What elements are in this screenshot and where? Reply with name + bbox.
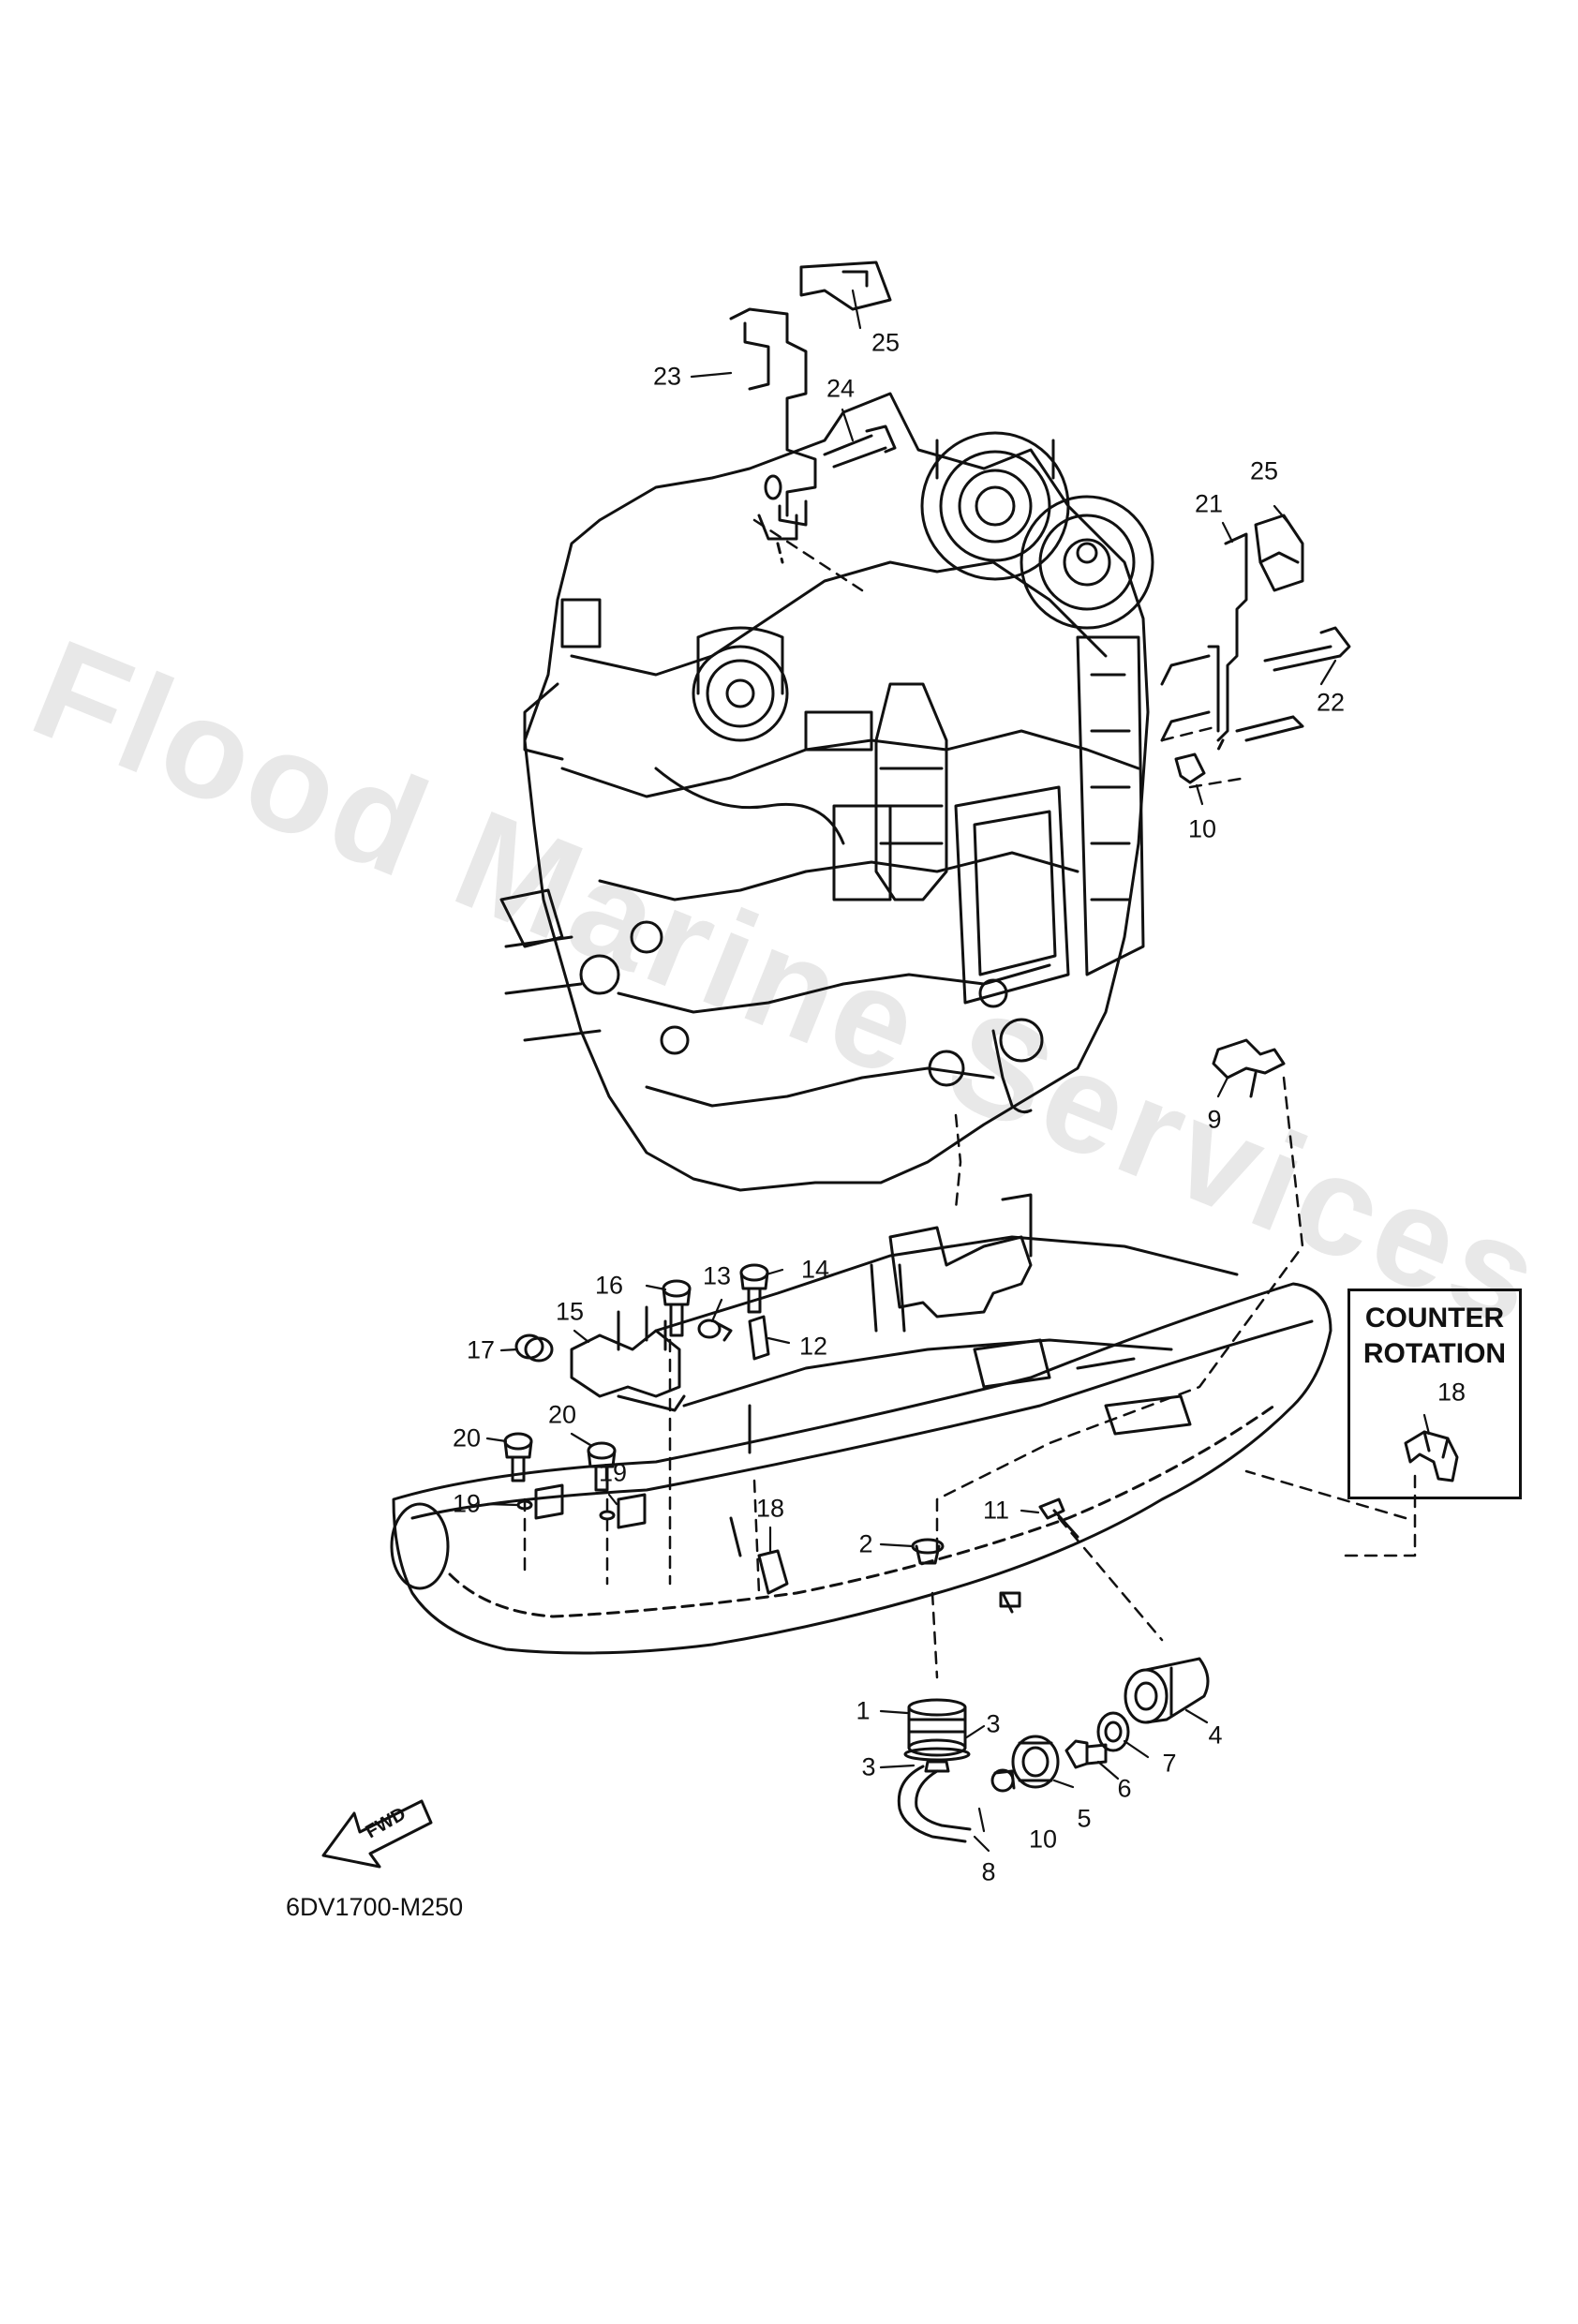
engine-block	[499, 392, 1154, 1192]
lower-grommet-assembly	[897, 1657, 1210, 1843]
callout-20-left: 20	[452, 1423, 482, 1452]
callout-13: 13	[702, 1261, 732, 1290]
callout-10-upper: 10	[1187, 814, 1217, 843]
callout-14: 14	[800, 1255, 830, 1284]
callout-17: 17	[466, 1335, 496, 1364]
callout-9: 9	[1207, 1105, 1222, 1134]
callout-1: 1	[856, 1696, 871, 1725]
leader-lines	[485, 289, 1431, 1853]
callout-18: 18	[755, 1494, 785, 1523]
callout-25-upper: 25	[871, 328, 901, 357]
left-fastener-group	[503, 1263, 1079, 1595]
callout-3-left: 3	[861, 1752, 876, 1781]
callout-5: 5	[1077, 1804, 1092, 1833]
callout-8: 8	[981, 1857, 996, 1886]
callout-15: 15	[555, 1297, 585, 1326]
callout-6: 6	[1117, 1774, 1132, 1803]
upper-left-bracket-assembly	[729, 261, 897, 564]
bottom-cowling	[390, 1029, 1332, 1655]
callout-24: 24	[826, 374, 856, 403]
upper-right-bracket-assembly	[1160, 514, 1351, 752]
callout-25-right: 25	[1249, 456, 1279, 485]
callout-22: 22	[1316, 688, 1346, 717]
counter-rotation-line1: COUNTER	[1364, 1303, 1505, 1333]
callout-4: 4	[1208, 1721, 1223, 1750]
fwd-arrow	[321, 1799, 433, 1869]
guide-lines	[523, 518, 1417, 1679]
diagram-code: 6DV1700-M250	[286, 1893, 464, 1921]
callout-20-right: 20	[547, 1400, 577, 1429]
callout-7: 7	[1162, 1749, 1177, 1778]
counter-rotation-box: COUNTER ROTATION 18	[1347, 1289, 1522, 1499]
callout-12: 12	[798, 1332, 828, 1361]
callout-16: 16	[594, 1271, 624, 1300]
callout-2: 2	[858, 1529, 873, 1558]
callout-19-right: 19	[598, 1458, 628, 1487]
callout-3-right: 3	[986, 1709, 1001, 1738]
counter-rotation-line2: ROTATION	[1362, 1338, 1507, 1369]
callout-10-lower: 10	[1028, 1825, 1058, 1854]
callout-11: 11	[982, 1496, 1010, 1525]
counter-rotation-part-18	[1404, 1430, 1459, 1482]
callout-19-left: 19	[452, 1489, 482, 1518]
callout-23: 23	[652, 362, 682, 391]
upper-clamps	[1174, 752, 1286, 1098]
counter-rotation-part-number: 18	[1437, 1378, 1466, 1407]
callout-21: 21	[1194, 489, 1224, 518]
